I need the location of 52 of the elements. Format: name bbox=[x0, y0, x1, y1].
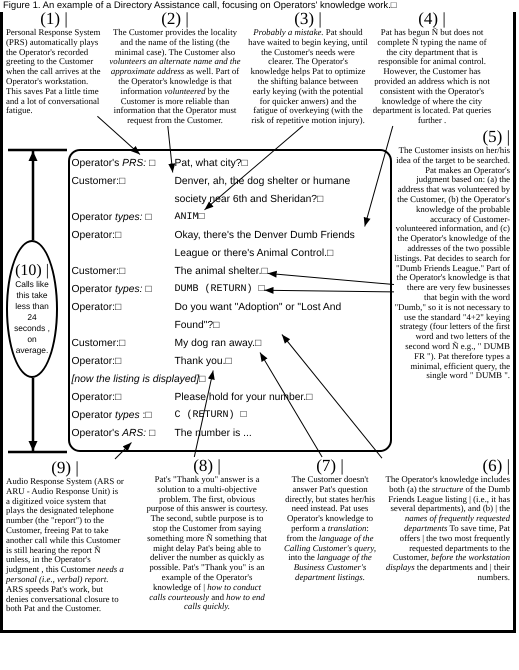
speaker-label: Operator:□ bbox=[72, 356, 122, 366]
annotation-text: Pat's "Thank you" answer is a solution to a multi-objective problem. The first, obvious purpose of this answer is courtesy. The second, subtle purpose is to stop the Customer from saying something more Ñ something that might delay Pat's being able to deliver the number as quickly as possible. Pat's "Thank you" is an example of the Operator's knowledge of | how to conduct calls courteously and how to end calls quickly. bbox=[146, 475, 268, 612]
callout-number: (3) | bbox=[294, 9, 322, 28]
speaker-label: Operator:□ bbox=[72, 392, 122, 402]
leader-arrow bbox=[267, 270, 394, 285]
speaker-label: Operator:□ bbox=[72, 302, 122, 312]
annotation-text: The Customer provides the locality and the name of the listing (the minimal case). The Customer also volunteers an alternate name and the approximate address as well. Part of the Operator's knowledge is that information volunteered by the Customer is more reliable than information that the Operator must request from the Customer. bbox=[108, 28, 242, 126]
utterance-text: Do you want "Adoption" or "Lost And Found"?□ bbox=[174, 300, 342, 332]
stage-direction: [now the listing is displayed]□ bbox=[72, 372, 206, 386]
callout-number: (10) | bbox=[15, 262, 49, 279]
annotation-text: Pat has begun Ñ but does not complete Ñ typing the name of the city department that is responsible for animal control. However, the Customer has provided an address which is not consistent with the Operator's knowledge of where the city department is located. Pat queries further . bbox=[372, 28, 492, 126]
speaker-label: Operator types: □ bbox=[72, 284, 152, 294]
utterance-text: Pat, what city?□ bbox=[174, 156, 248, 170]
utterance-text: ANIM□ bbox=[174, 210, 205, 224]
leader-arrow bbox=[114, 442, 132, 460]
speaker-label: Operator's PRS: □ bbox=[72, 158, 156, 168]
callout-number: (5) | bbox=[482, 127, 510, 146]
leader-arrow bbox=[260, 352, 323, 458]
callout-number: (1) | bbox=[40, 9, 68, 28]
annotation-text: The Operator's knowledge includes both (a) the structure of the Dumb Friends League listing | (i.e., it has several departments), and (b) | the names of frequently requested departments To save time, Pat offers | the two most frequently requested departments to the Customer, before the workstation displays the departments and | their numbers. bbox=[384, 475, 510, 583]
callout-number: (9) | bbox=[51, 458, 79, 477]
callout-number: (4) | bbox=[418, 9, 446, 28]
callout-number: (2) | bbox=[161, 9, 189, 28]
speaker-label: Operator's ARS: □ bbox=[72, 428, 156, 438]
speaker-label: Operator types: □ bbox=[72, 212, 152, 222]
speaker-label: Customer:□ bbox=[72, 176, 126, 186]
utterance-text: My dog ran away.□ bbox=[174, 336, 262, 350]
figure-title: Figure 1. An example of a Directory Assistance call, focusing on Operators' knowledge work.□ bbox=[3, 0, 397, 11]
callout-number: (6) | bbox=[482, 456, 510, 475]
leader-arrow bbox=[264, 286, 394, 294]
leader-arrow bbox=[204, 126, 304, 210]
speaker-label: Customer:□ bbox=[72, 338, 126, 348]
utterance-text: The animal shelter.□ bbox=[174, 264, 268, 278]
annotation-text: The Customer doesn't answer Pat's question directly, but states her/his need instead. Pat uses Operator's knowledge to perform a translation: from the language of the Calling Customer's query, into the language of the Business Customer's department listings. bbox=[282, 475, 378, 583]
annotation-text: Audio Response System (ARS or ARU - Audio Response Unit) is a digitized voice system that plays the designated telephone number (the "report") to the Customer, freeing Pat to take another call while this Customer is still hearing the report Ñ unless, in the Operator's judgment , this Customer needs a personal (i.e., verbal) report. ARS speeds Pat's work, but denies conversational closure to both Pat and the Customer. bbox=[6, 477, 124, 614]
annotation-text: Probably a mistake. Pat should have waited to begin keying, until the Customer's needs were clearer. The Operator's knowledge helps Pat to optimize the shifting balance between early keying (with the potential for quicker anwers) and the fatigue of overkeying (with the risk of repetitive motion injury). bbox=[248, 28, 368, 126]
utterance-text: DUMB (RETURN) □ bbox=[174, 282, 265, 296]
callout-number: (7) | bbox=[316, 456, 344, 475]
leader-arrow bbox=[96, 116, 140, 155]
speaker-label: Operator types :□ bbox=[72, 410, 152, 420]
utterance-text: Thank you.□ bbox=[174, 354, 232, 368]
annotation-text: Personal Response System (PRS) automatically plays the Operator's recorded greeting to the Customer when the call arrives at the Operator's workstation. This saves Pat a little time and a lot of conversational fatigue. bbox=[6, 28, 102, 116]
leader-arrow bbox=[167, 126, 176, 173]
speaker-label: Customer:□ bbox=[72, 266, 126, 276]
annotation-text: The Customer insists on her/his idea of the target to be searched. Pat makes an Operator's judgment based on: (a) the address that was volunteered by the Customer, (b) the Operator's knowledge of the probable accuracy of Customer-volunteered information, and (c) the Operator's knowledge of the addresses of the two possible listings. Pat decides to search for "Dumb Friends League." Part of the Operator's knowledge is that there are very few businesses that begin with the word "Dumb," so it is not necessary to use the standard "4+2" keying strategy (four letters of the first word and two letters of the second word Ñ e.g., " DUMB FR "). Pat therefore types a minimal, efficient query, the single word " DUMB ". bbox=[394, 146, 510, 382]
leader-arrow bbox=[281, 334, 382, 459]
callout-number: (8) | bbox=[193, 456, 221, 475]
callout-text: Calls like this take less than 24 seconds , on average. bbox=[13, 279, 51, 356]
dialogue-box bbox=[68, 149, 392, 452]
leader-arrow bbox=[364, 126, 394, 227]
utterance-text: Okay, there's the Denver Dumb Friends League or there's Animal Control.□ bbox=[174, 228, 356, 260]
speaker-label: Operator:□ bbox=[72, 230, 122, 240]
